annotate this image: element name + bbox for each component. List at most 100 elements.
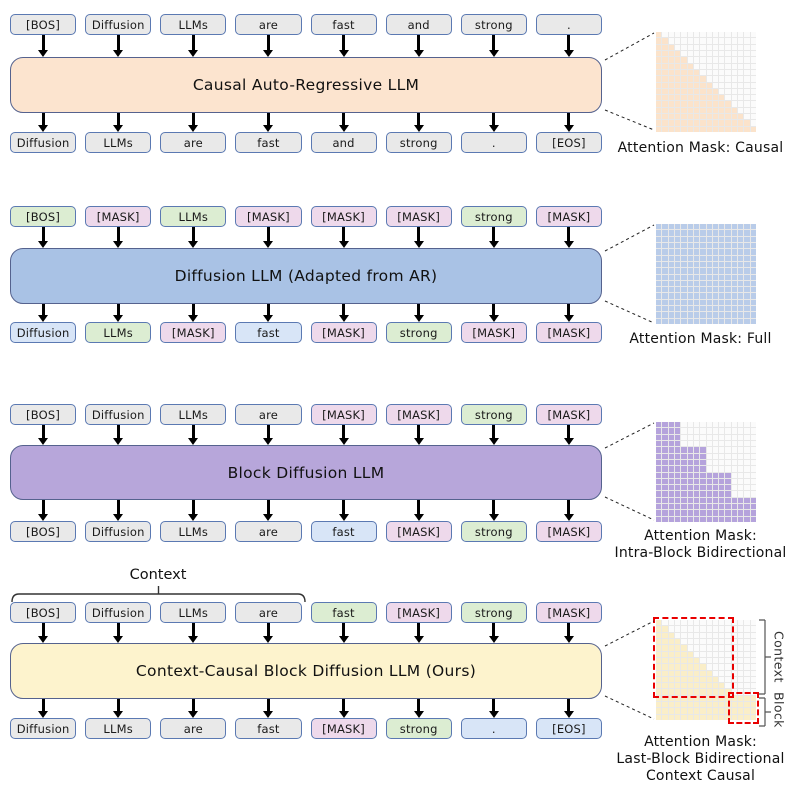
mask-cell [725,638,731,645]
model-box-context-causal: Context-Causal Block Diffusion LLM (Ours… [10,643,602,699]
mask-cell [731,428,738,434]
mask-cell [731,497,738,504]
down-arrow-icon [160,699,226,718]
mask-cell [687,428,693,434]
mask-cell [750,107,756,114]
mask-cell [719,287,725,293]
mask-cell [706,645,712,651]
mask-cell [750,504,756,510]
mask-cell [700,224,706,230]
mask-cell [681,422,687,428]
mask-cell [656,453,662,459]
mask-cell [744,504,750,510]
token-llms: LLMs [160,206,227,227]
mask-cell [656,714,662,720]
mask-cell [668,689,674,695]
mask-cell [731,318,738,324]
mask-cell [712,695,719,702]
mask-cell [700,236,706,242]
mask-cell [693,626,700,632]
mask-cell [687,676,693,683]
mask-cell [719,299,725,306]
mask-cell [738,632,744,638]
mask-cell [687,510,693,516]
mask-cell [712,120,719,126]
mask-cell [693,32,700,38]
mask-cell [687,422,693,428]
mask-cell [744,268,750,274]
mask-cell [731,95,738,101]
mask-cell [719,689,725,695]
mask-cell [656,447,662,453]
mask-cell [731,683,738,689]
mask-cell [693,255,700,261]
token-llms: LLMs [160,521,227,542]
mask-cell [700,472,706,478]
mask-cell [712,293,719,299]
mask-cell [719,459,725,466]
token-mask: [MASK] [310,404,377,425]
mask-cell [712,44,719,50]
mask-cell [744,82,750,88]
mask-cell [738,657,744,664]
down-arrow-icon [10,227,76,248]
mask-cell [725,708,731,714]
mask-cell [693,114,700,120]
mask-cell [674,428,681,434]
mask-cell [712,670,719,676]
mask-cell [744,230,750,236]
mask-cell [668,126,674,132]
mask-cell [700,32,706,38]
mask-cell [687,689,693,695]
mask-cell [693,287,700,293]
token-mask: [MASK] [535,206,602,227]
mask-cell [662,280,668,287]
token-eos: [EOS] [535,718,602,739]
mask-cell [725,57,731,63]
mask-cell [693,261,700,268]
mask-cell [656,459,662,466]
mask-cell [693,44,700,50]
mask-cell [750,268,756,274]
mask-cell [725,114,731,120]
mask-cell [656,230,662,236]
mask-cell [706,472,712,478]
mask-cell [719,478,725,485]
mask-cell [719,293,725,299]
mask-cell [706,299,712,306]
mask-cell [712,318,719,324]
mask-cell [750,287,756,293]
mask-cell [750,497,756,504]
mask-cell [693,236,700,242]
mask-cell [662,76,668,82]
mask-cell [744,101,750,107]
token-llms: LLMs [85,132,152,153]
mask-cell [706,236,712,242]
mask-cell [706,695,712,702]
mask-cell [662,120,668,126]
attention-mask-label: Attention Mask: Full [600,331,801,348]
mask-cell [712,447,719,453]
mask-cell [719,69,725,76]
mask-cell [738,299,744,306]
mask-cell [674,306,681,312]
mask-cell [712,114,719,120]
mask-cell [693,82,700,88]
mask-cell [662,95,668,101]
mask-cell [656,255,662,261]
mask-cell [687,95,693,101]
mask-cell [750,638,756,645]
mask-cell [668,268,674,274]
mask-cell [750,50,756,57]
mask-cell [656,472,662,478]
attention-mask-causal [656,32,756,132]
mask-cell [687,620,693,626]
mask-cell [662,478,668,485]
mask-cell [700,287,706,293]
mask-cell [687,224,693,230]
mask-cell [738,107,744,114]
mask-cell [656,280,662,287]
token-strong: strong [385,718,452,739]
token-llms: LLMs [85,322,152,343]
mask-cell [706,620,712,626]
